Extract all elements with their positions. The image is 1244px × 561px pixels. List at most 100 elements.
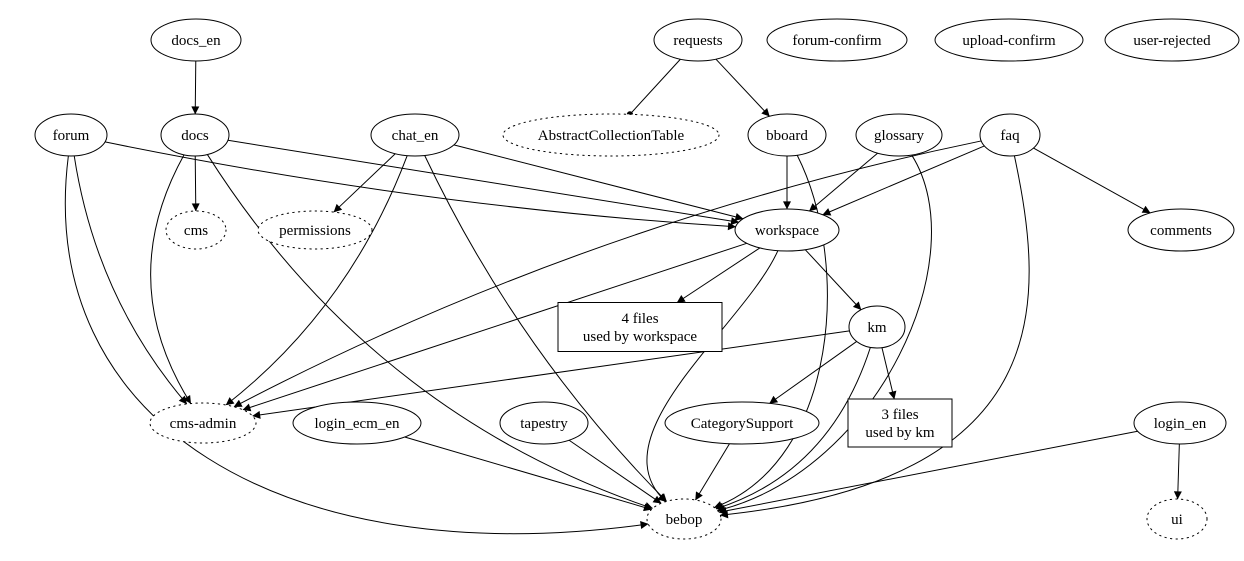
edge-km-bebop	[715, 347, 871, 511]
glossary-ellipse-shape	[855, 113, 943, 157]
bebop-label: bebop	[666, 512, 703, 528]
edge-workspace-files4	[676, 247, 761, 303]
edge-glossary-bebop	[717, 154, 932, 513]
edge-docs-cms	[191, 155, 200, 212]
files3-box-shape	[847, 398, 953, 448]
chat_en-ellipse-shape	[370, 113, 460, 157]
files3-label-line-1: used by km	[865, 425, 934, 441]
node-glossary: glossary	[855, 113, 943, 157]
node-login_ecm_en: login_ecm_en	[292, 401, 422, 445]
login_ecm_en-ellipse-shape	[292, 401, 422, 445]
permissions-ellipse-shape	[257, 210, 373, 250]
tapestry-label: tapestry	[520, 416, 568, 432]
edge-forum-cms-admin	[73, 155, 188, 405]
edge-km-CategorySupport	[769, 341, 857, 404]
node-forum: forum	[34, 113, 108, 157]
node-docs: docs	[160, 113, 230, 157]
node-cms: cms	[165, 210, 227, 250]
requests-ellipse-shape	[653, 18, 743, 62]
AbstractCollectionTable-label: AbstractCollectionTable	[538, 128, 685, 144]
user-rejected-ellipse-shape	[1104, 18, 1240, 62]
login_en-label: login_en	[1154, 416, 1207, 432]
bebop-ellipse-shape	[646, 498, 722, 540]
edge-faq-cms-admin	[233, 140, 982, 408]
tapestry-ellipse-shape	[499, 401, 589, 445]
edge-requests-AbstractCollectionTable	[626, 58, 681, 118]
km-ellipse-shape	[848, 305, 906, 349]
faq-ellipse-shape	[979, 113, 1041, 157]
edge-chat_en-bebop	[424, 155, 667, 502]
forum-label: forum	[53, 128, 90, 144]
node-files4: 4 files used by workspace	[557, 302, 723, 352]
docs-label: docs	[181, 128, 209, 144]
comments-ellipse-shape	[1127, 208, 1235, 252]
node-requests: requests	[653, 18, 743, 62]
CategorySupport-ellipse-shape	[664, 401, 820, 445]
edge-tapestry-bebop	[568, 439, 662, 504]
node-cms-admin: cms-admin	[149, 402, 257, 444]
edge-faq-comments	[1033, 147, 1151, 214]
files4-label-line-1: used by workspace	[583, 329, 697, 345]
docs-ellipse-shape	[160, 113, 230, 157]
AbstractCollectionTable-ellipse-shape	[502, 113, 720, 157]
km-label: km	[867, 320, 887, 336]
upload-confirm-label: upload-confirm	[962, 33, 1056, 49]
cms-ellipse-shape	[165, 210, 227, 250]
node-chat_en: chat_en	[370, 113, 460, 157]
forum-confirm-label: forum-confirm	[792, 33, 881, 49]
files4-label-line-0: 4 files	[621, 311, 658, 327]
edge-requests-bboard	[715, 58, 770, 117]
edge-login_en-bebop	[718, 430, 1138, 515]
bboard-label: bboard	[766, 128, 808, 144]
login_en-ellipse-shape	[1133, 401, 1227, 445]
edge-chat_en-cms-admin	[225, 155, 408, 406]
edge-glossary-workspace	[809, 152, 878, 212]
login_ecm_en-label: login_ecm_en	[315, 416, 400, 432]
edge-docs_en-docs	[191, 60, 200, 115]
faq-label: faq	[1000, 128, 1020, 144]
user-rejected-label: user-rejected	[1133, 33, 1211, 49]
node-AbstractCollectionTable: AbstractCollectionTable	[502, 113, 720, 157]
edge-faq-bebop	[719, 155, 1030, 519]
edge-CategorySupport-bebop	[695, 443, 730, 501]
files4-box-shape	[557, 302, 723, 352]
requests-label: requests	[673, 33, 722, 49]
workspace-label: workspace	[755, 223, 819, 239]
node-forum-confirm: forum-confirm	[766, 18, 908, 62]
ui-ellipse-shape	[1146, 498, 1208, 540]
edge-forum-bebop	[64, 155, 649, 535]
node-docs_en: docs_en	[150, 18, 242, 62]
node-tapestry: tapestry	[499, 401, 589, 445]
edge-workspace-bebop	[646, 250, 779, 503]
workspace-ellipse-shape	[734, 208, 840, 252]
node-ui: ui	[1146, 498, 1208, 540]
forum-confirm-ellipse-shape	[766, 18, 908, 62]
node-login_en: login_en	[1133, 401, 1227, 445]
upload-confirm-ellipse-shape	[934, 18, 1084, 62]
edge-bboard-bebop	[713, 155, 828, 509]
cms-admin-ellipse-shape	[149, 402, 257, 444]
forum-ellipse-shape	[34, 113, 108, 157]
node-bboard: bboard	[747, 113, 827, 157]
node-layer: docs_en requests forum-confirm upload-confi…	[34, 18, 1240, 540]
node-permissions: permissions	[257, 210, 373, 250]
node-bebop: bebop	[646, 498, 722, 540]
docs_en-label: docs_en	[171, 33, 221, 49]
edge-docs-workspace	[227, 139, 740, 225]
node-user-rejected: user-rejected	[1104, 18, 1240, 62]
node-faq: faq	[979, 113, 1041, 157]
edge-km-files3	[881, 347, 897, 400]
docs_en-ellipse-shape	[150, 18, 242, 62]
glossary-label: glossary	[874, 128, 924, 144]
node-km: km	[848, 305, 906, 349]
edge-login_en-ui	[1173, 443, 1182, 500]
edge-chat_en-workspace	[453, 144, 744, 221]
cms-admin-label: cms-admin	[170, 416, 237, 432]
comments-label: comments	[1150, 223, 1212, 239]
cms-label: cms	[184, 223, 208, 239]
edge-docs-bebop	[206, 154, 653, 510]
permissions-label: permissions	[279, 223, 351, 239]
edge-workspace-km	[804, 249, 862, 311]
